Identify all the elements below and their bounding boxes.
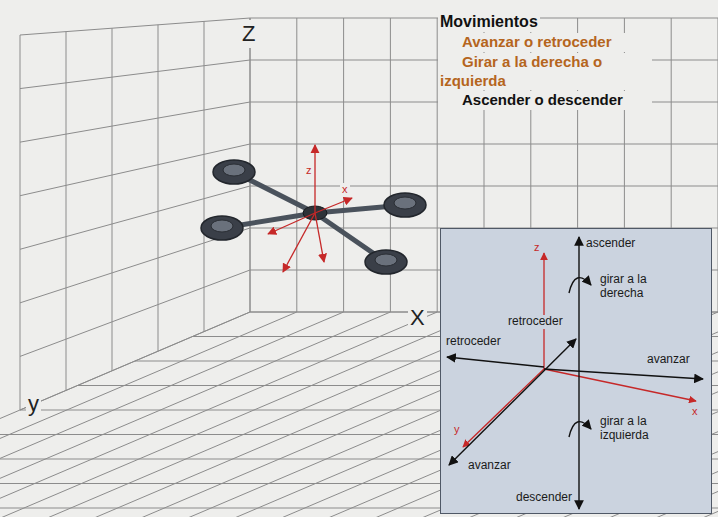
axis-caption: avanzar <box>467 459 512 473</box>
grid-line <box>0 312 297 517</box>
heading: Movimientos <box>438 12 540 32</box>
axis-caption: descender <box>515 491 573 505</box>
axis-label: z <box>304 164 314 178</box>
axis-caption: girar a la izquierda <box>599 415 679 443</box>
grid-line <box>20 186 250 249</box>
grid-line <box>0 312 390 517</box>
axis-label: x <box>340 183 350 197</box>
grid-line <box>204 21 205 331</box>
bullet-item: Girar a la derecha o izquierda <box>438 53 652 91</box>
grid-line <box>20 270 250 356</box>
perspective-grid <box>0 18 718 517</box>
grid-line <box>20 35 21 410</box>
quadcopter <box>201 145 426 274</box>
grid-line <box>20 60 250 89</box>
grid-line <box>20 18 250 35</box>
axis-caption: y <box>453 423 461 436</box>
axis-caption: z <box>533 241 541 254</box>
grid-line <box>250 144 718 145</box>
axis-caption: retroceder <box>445 335 502 349</box>
grid-line <box>158 25 159 351</box>
grid-line <box>0 312 250 517</box>
grid-line <box>343 18 344 312</box>
grid-line <box>296 18 297 312</box>
axis-label: X <box>408 304 427 332</box>
grid-line <box>0 312 344 517</box>
axis-caption: retroceder <box>507 315 564 329</box>
grid-line <box>112 28 113 371</box>
bullet-item: Ascender o descender <box>438 91 652 110</box>
axis-caption: x <box>691 405 699 418</box>
axes-panel: z ascender girar a la derecha retroceder ret… <box>440 228 712 514</box>
grid-line <box>0 312 484 517</box>
grid-line <box>20 102 250 142</box>
axis-label: y <box>26 390 41 418</box>
axis-caption: ascender <box>585 237 636 251</box>
bullet-item: Avanzar o retroceder <box>438 33 652 52</box>
grid-line <box>250 186 718 187</box>
axis-caption: girar a la derecha <box>599 273 679 301</box>
axis-caption: avanzar <box>646 353 691 367</box>
grid-line <box>0 312 437 517</box>
grid-line <box>66 32 67 391</box>
axis-label: Z <box>240 20 257 48</box>
